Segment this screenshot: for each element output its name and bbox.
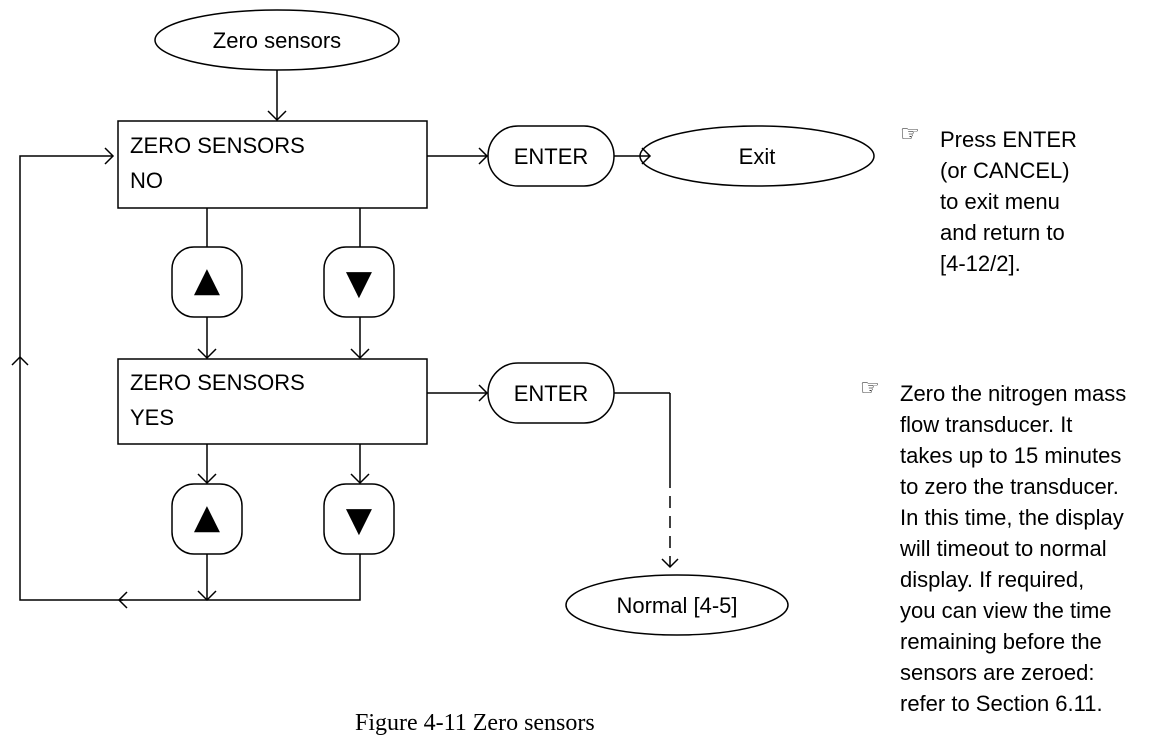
up-arrow-icon: ▲ [194,497,221,537]
down-arrow-icon: ▼ [346,500,373,540]
pointing-hand-icon: ☞ [860,376,880,401]
yes-box-line2: YES [130,405,174,430]
exit-label: Exit [739,144,776,169]
note-exit: ☞ Press ENTER (or CANCEL) to exit menu a… [900,124,1140,279]
no-box-line1: ZERO SENSORS [130,133,305,158]
note-zero: ☞ Zero the nitrogen mass flow transducer… [860,378,1145,719]
exit-oval [639,125,875,187]
note-exit-text: Press ENTER (or CANCEL) to exit menu and… [940,127,1077,276]
zero-sensors-yes-box [117,358,428,445]
yes-box-line1: ZERO SENSORS [130,370,305,395]
enter-label-1: ENTER [514,144,589,169]
start-label: Zero sensors [213,28,341,53]
normal-label: Normal [4-5] [616,593,737,618]
down-key-2 [323,483,395,555]
down-key-1 [323,246,395,318]
pointing-hand-icon: ☞ [900,122,920,147]
normal-oval [565,574,789,636]
enter-label-2: ENTER [514,381,589,406]
no-box-line2: NO [130,168,163,193]
zero-sensors-no-box [117,120,428,209]
note-zero-text: Zero the nitrogen mass flow transducer. … [900,381,1127,716]
up-arrow-icon: ▲ [194,260,221,300]
figure-caption: Figure 4-11 Zero sensors [355,710,595,736]
down-arrow-icon: ▼ [346,263,373,303]
